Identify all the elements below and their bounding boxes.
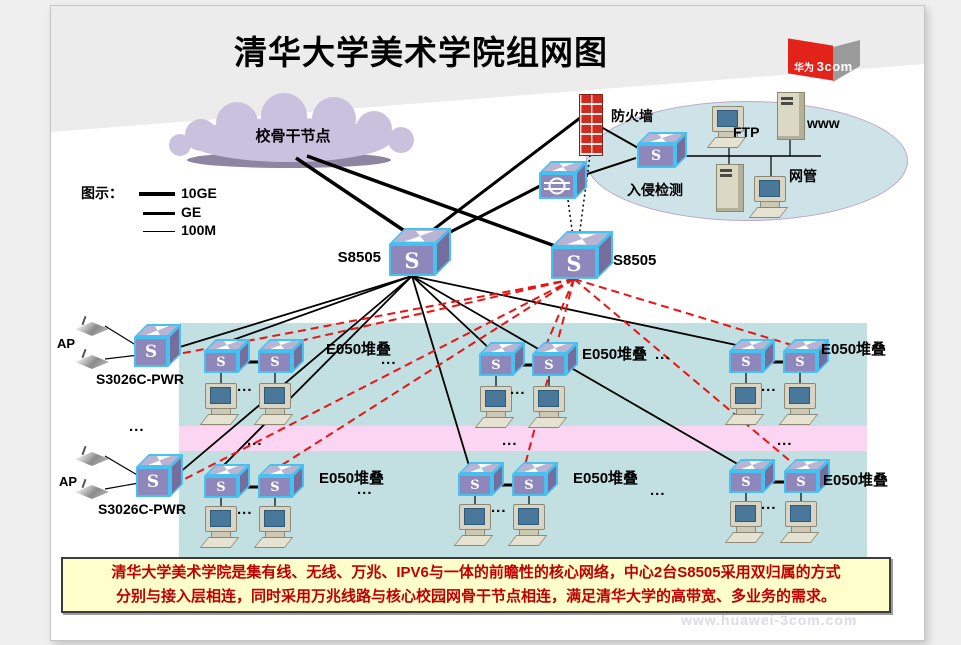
ap-icon bbox=[75, 445, 109, 467]
nms-computer-icon bbox=[748, 172, 789, 218]
switch-glyph: S bbox=[216, 479, 226, 495]
ellipsis: ... bbox=[761, 378, 777, 395]
ids-label: 入侵检测 bbox=[627, 182, 683, 198]
ap-label-row2: AP bbox=[59, 474, 78, 489]
ap-icon bbox=[75, 315, 109, 337]
watermark: www.huawei-3com.com bbox=[681, 612, 858, 628]
firewall-label: 防火墙 bbox=[611, 108, 653, 124]
huawei-3com-logo: 华为 3com bbox=[788, 38, 864, 91]
ids-glyph bbox=[544, 177, 570, 195]
legend-label-10ge: 10GE bbox=[181, 185, 217, 201]
www-label: www bbox=[807, 115, 840, 131]
switch-glyph: S bbox=[741, 474, 751, 490]
pc-icon bbox=[779, 497, 820, 543]
access-switch-row2-label: S3026C-PWR bbox=[98, 501, 186, 517]
pc-icon bbox=[507, 500, 548, 546]
pc-icon bbox=[199, 502, 240, 548]
cloud-label: 校骨干节点 bbox=[255, 128, 331, 145]
stack-label: E050堆叠 bbox=[573, 470, 639, 487]
core-switch-left-label: S8505 bbox=[337, 249, 381, 266]
nms-label: 网管 bbox=[789, 168, 817, 184]
ap-label-row1: AP bbox=[57, 336, 76, 351]
server-icon bbox=[716, 164, 744, 212]
legend-label-ge: GE bbox=[181, 204, 202, 220]
switch-glyph: S bbox=[795, 354, 805, 370]
pc-icon bbox=[453, 500, 494, 546]
firewall-icon bbox=[579, 94, 603, 156]
switch-glyph: S bbox=[491, 357, 501, 373]
ap-icon bbox=[75, 478, 109, 500]
switch-glyph: S bbox=[524, 477, 534, 493]
pc-icon bbox=[474, 382, 515, 428]
slide: 清华大学美术学院组网图 华为 3com bbox=[50, 5, 925, 641]
page-title: 清华大学美术学院组网图 bbox=[234, 34, 608, 71]
switch-glyph: S bbox=[144, 342, 158, 362]
ftp-label: FTP bbox=[733, 124, 760, 140]
ellipsis: ... bbox=[502, 432, 518, 449]
legend-line-ge bbox=[143, 212, 175, 215]
legend-label-100m: 100M bbox=[181, 222, 217, 238]
switch-glyph: S bbox=[270, 354, 280, 370]
legend-line-10ge bbox=[139, 192, 175, 196]
ap-icon bbox=[75, 348, 109, 370]
switch-glyph: S bbox=[470, 477, 480, 493]
stack-label: E050堆叠 bbox=[319, 470, 385, 487]
pc-icon bbox=[253, 502, 294, 548]
ellipsis: ... bbox=[650, 482, 666, 499]
pc-icon bbox=[253, 379, 294, 425]
switch-glyph: S bbox=[566, 250, 582, 276]
switch-glyph: S bbox=[544, 357, 554, 373]
connection-lines bbox=[104, 93, 821, 506]
campus-backbone-cloud bbox=[169, 93, 414, 168]
note-box: 清华大学美术学院是集有线、无线、万兆、IPV6与一体的前瞻性的核心网络，中心2台… bbox=[61, 557, 891, 613]
stack-label: E050堆叠 bbox=[582, 346, 648, 363]
ellipsis: ... bbox=[237, 501, 253, 518]
ellipsis: ... bbox=[491, 499, 507, 516]
ellipsis: ... bbox=[777, 432, 793, 449]
ellipsis: ... bbox=[510, 381, 526, 398]
pc-icon bbox=[199, 379, 240, 425]
pc-icon bbox=[724, 497, 765, 543]
stack-label: E050堆叠 bbox=[821, 341, 887, 358]
switch-glyph: S bbox=[216, 354, 226, 370]
pc-icon bbox=[724, 379, 765, 425]
note-line2: 分别与接入层相连，同时采用万兆线路与核心校园网骨干节点相连，满足清华大学的高带宽… bbox=[115, 588, 836, 605]
ellipsis: ... bbox=[357, 481, 373, 498]
stack-label: E050堆叠 bbox=[823, 472, 889, 489]
note-line1: 清华大学美术学院是集有线、无线、万兆、IPV6与一体的前瞻性的核心网络，中心2台… bbox=[111, 564, 841, 581]
ellipsis: ... bbox=[381, 351, 397, 368]
legend-heading: 图示： bbox=[81, 185, 123, 201]
ellipsis: ... bbox=[655, 346, 671, 363]
pc-icon bbox=[527, 382, 568, 428]
stack-label: E050堆叠 bbox=[326, 341, 392, 358]
switch-glyph: S bbox=[741, 354, 751, 370]
core-switch-right-label: S8505 bbox=[613, 252, 657, 269]
ellipsis: ... bbox=[129, 418, 145, 435]
switch-glyph: S bbox=[796, 474, 806, 490]
access-switch-row1-label: S3026C-PWR bbox=[96, 371, 184, 387]
ids-front-face bbox=[539, 173, 575, 199]
logo-cn: 华为 bbox=[794, 63, 814, 74]
switch-glyph: S bbox=[146, 472, 160, 492]
ellipsis: ... bbox=[247, 432, 263, 449]
switch-glyph: S bbox=[650, 148, 662, 164]
ellipsis: ... bbox=[761, 496, 777, 513]
www-server-icon bbox=[777, 92, 805, 140]
logo-en: 3com bbox=[816, 59, 853, 74]
switch-glyph: S bbox=[270, 479, 280, 495]
logo-text: 华为 3com bbox=[794, 59, 853, 74]
separator-band bbox=[179, 426, 867, 451]
pc-icon bbox=[778, 379, 819, 425]
ellipsis: ... bbox=[237, 378, 253, 395]
legend-line-100m bbox=[143, 231, 175, 232]
switch-glyph: S bbox=[404, 247, 420, 273]
ftp-computer-icon bbox=[706, 102, 747, 148]
